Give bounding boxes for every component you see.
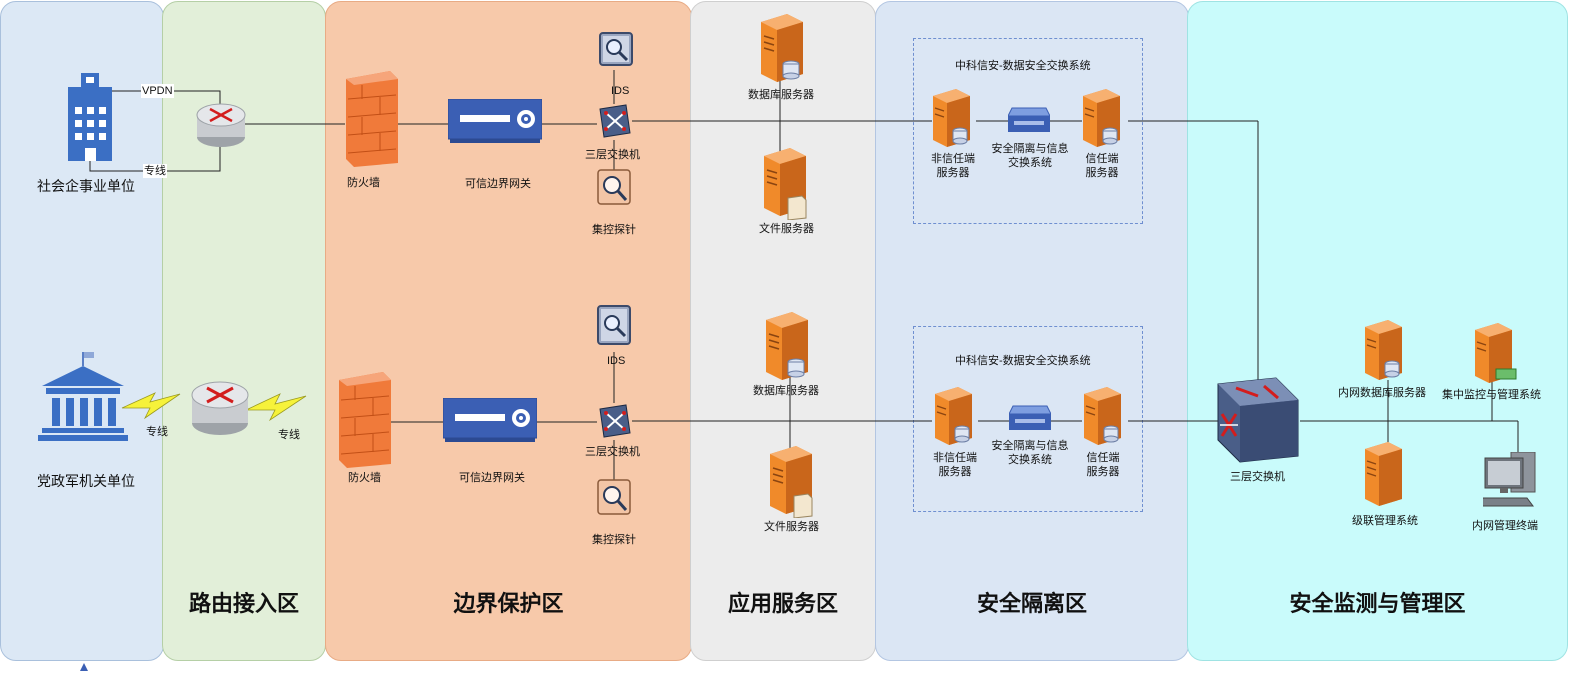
trusted-server-label-bottom: 信任端 服务器: [1086, 452, 1120, 478]
database-server-icon-top: [757, 14, 807, 87]
core-switch-label: 三层交换机: [1230, 471, 1285, 483]
trusted-server-icon-top: [1080, 89, 1124, 152]
router-icon-bottom: [191, 379, 249, 442]
gateway-icon-bottom: [442, 397, 538, 447]
exchange-system-title-top: 中科信安-数据安全交换系统: [955, 60, 1091, 72]
switch-label-top: 三层交换机: [585, 149, 640, 161]
firewall-label-bottom: 防火墙: [348, 472, 381, 484]
untrusted-server-label-bottom: 非信任端 服务器: [933, 452, 977, 478]
central-mgmt-label: 集中监控与管理系统: [1442, 389, 1541, 401]
firewall-label-top: 防火墙: [347, 177, 380, 189]
ids-label-bottom: IDS: [607, 355, 626, 367]
probe-label-bottom: 集控探针: [592, 534, 636, 546]
intranet-db-server-label: 内网数据库服务器: [1338, 387, 1426, 399]
ids-label-top: IDS: [611, 85, 630, 97]
isolation-system-icon-bottom: [1008, 402, 1052, 439]
file-server-icon-top: [760, 148, 810, 225]
router-icon-top: [196, 101, 246, 154]
central-mgmt-server-icon: [1472, 323, 1518, 388]
database-server-label-bottom: 数据库服务器: [753, 385, 819, 397]
ids-icon-bottom: [596, 304, 634, 353]
gateway-label-bottom: 可信边界网关: [459, 472, 525, 484]
ids-icon-top: [598, 31, 636, 74]
enterprise-unit-label: 社会企事业单位: [37, 178, 135, 194]
zone-monitoring-title: 安全监测与管理区: [1289, 591, 1466, 616]
gateway-label-top: 可信边界网关: [465, 178, 531, 190]
building-icon: [65, 73, 115, 166]
untrusted-server-icon-top: [930, 89, 974, 152]
dedicated-line-label-top: 专线: [143, 164, 167, 178]
zone-boundary-title: 边界保护区: [453, 591, 564, 616]
probe-icon-top: [596, 168, 634, 213]
exchange-system-box-bottom: [913, 326, 1143, 512]
database-server-icon-bottom: [762, 312, 812, 385]
switch-icon-bottom: [596, 403, 632, 444]
zone-application-title: 应用服务区: [727, 591, 838, 616]
probe-icon-bottom: [596, 478, 634, 523]
management-terminal-icon: [1478, 451, 1543, 517]
government-unit-label: 党政军机关单位: [37, 473, 135, 489]
file-server-label-top: 文件服务器: [759, 223, 814, 235]
exchange-system-title-bottom: 中科信安-数据安全交换系统: [955, 355, 1091, 367]
vpdn-label: VPDN: [141, 84, 174, 98]
probe-label-top: 集控探针: [592, 224, 636, 236]
switch-label-bottom: 三层交换机: [585, 446, 640, 458]
isolation-system-label-bottom: 安全隔离与信息 交换系统: [991, 440, 1069, 466]
untrusted-server-label-top: 非信任端 服务器: [931, 153, 975, 179]
exchange-system-box-top: [913, 38, 1143, 224]
cascade-mgmt-server-icon: [1362, 442, 1406, 511]
zone-routing-title: 路由接入区: [188, 591, 299, 616]
untrusted-server-icon-bottom: [932, 387, 976, 450]
gateway-icon-top: [447, 98, 543, 148]
switch-icon-top: [596, 103, 632, 144]
dedicated-line-label-bottom-2: 专线: [278, 429, 300, 441]
government-building-icon: [38, 352, 128, 447]
management-terminal-label: 内网管理终端: [1472, 520, 1538, 532]
file-server-icon-bottom: [766, 446, 816, 523]
database-server-label-top: 数据库服务器: [748, 89, 814, 101]
core-switch-icon: [1214, 374, 1304, 469]
trusted-server-icon-bottom: [1081, 387, 1125, 450]
dedicated-line-label-bottom-1: 专线: [146, 426, 168, 438]
zone-isolation-title: 安全隔离区: [976, 591, 1087, 616]
file-server-label-bottom: 文件服务器: [764, 521, 819, 533]
cascade-mgmt-label: 级联管理系统: [1352, 515, 1418, 527]
firewall-icon-bottom: [333, 372, 393, 473]
isolation-system-label-top: 安全隔离与信息 交换系统: [991, 143, 1069, 169]
intranet-db-server-icon: [1362, 320, 1406, 385]
firewall-icon-top: [340, 71, 400, 172]
isolation-system-icon-top: [1007, 104, 1051, 141]
trusted-server-label-top: 信任端 服务器: [1085, 153, 1119, 179]
scroll-marker-icon: [80, 663, 88, 671]
